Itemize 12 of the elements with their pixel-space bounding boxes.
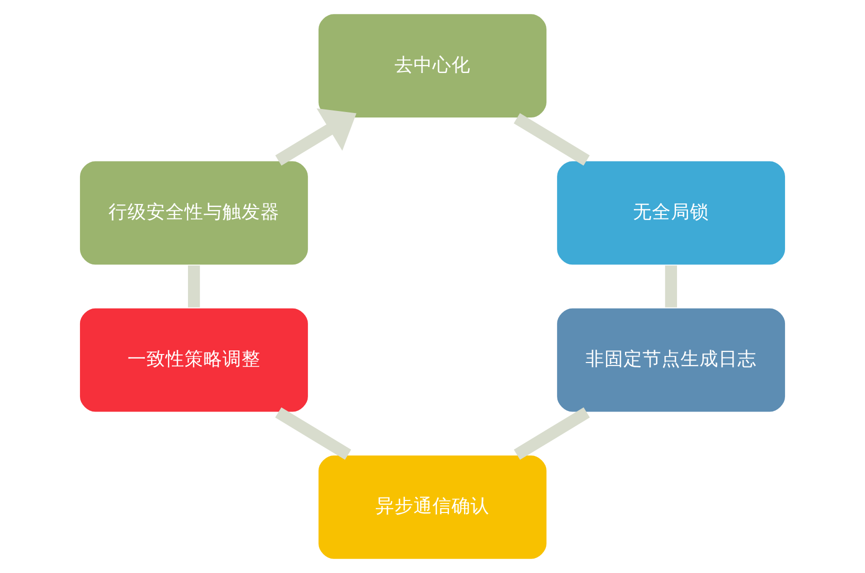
connector — [275, 407, 352, 460]
connector — [665, 265, 678, 308]
node-box: 异步通信确认 — [317, 454, 548, 560]
connector — [188, 265, 200, 308]
node-box: 无全局锁 — [556, 160, 786, 266]
node-box: 非固定节点生成日志 — [556, 307, 786, 414]
node-box: 去中心化 — [317, 12, 548, 119]
connector — [514, 113, 590, 166]
node-box: 一致性策略调整 — [78, 307, 310, 414]
node-box: 行级安全性与触发器 — [78, 160, 310, 266]
arrow — [275, 108, 356, 166]
connector — [514, 407, 590, 460]
